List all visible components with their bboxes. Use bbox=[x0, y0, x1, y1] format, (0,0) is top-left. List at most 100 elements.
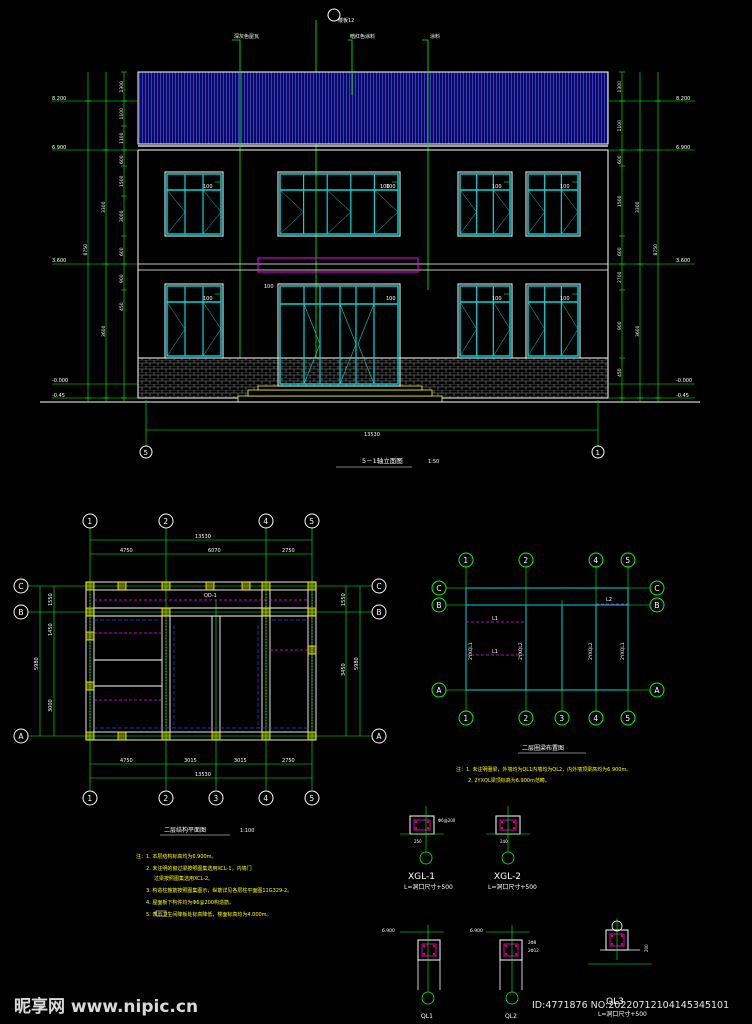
svg-text:C: C bbox=[18, 582, 23, 591]
entrance-step-1 bbox=[237, 395, 443, 403]
plan-axis-right-A: A bbox=[371, 728, 387, 744]
dim-left-inner: 1100 bbox=[119, 108, 125, 120]
column bbox=[85, 681, 95, 691]
elevation-axis-bubble-right bbox=[591, 445, 605, 459]
elevation-overall-dim: 13530 bbox=[364, 432, 380, 438]
detail-xgl2-title: XGL-2 bbox=[494, 872, 521, 882]
svg-text:5: 5 bbox=[625, 714, 630, 723]
plan-axis-bottom-1: 1 bbox=[82, 790, 98, 806]
window-mark: 100 bbox=[386, 296, 396, 302]
plan-dim-top-1: 4750 bbox=[120, 548, 133, 554]
beam-axis-right-C: C bbox=[649, 580, 665, 596]
beam-label-6: 2YXQL2 bbox=[588, 642, 594, 660]
plan-note-2: 2. 未注明的窗过梁按照图集选用XCL-1，内墙门 bbox=[146, 865, 252, 872]
svg-text:B: B bbox=[436, 601, 441, 610]
beam-label-2: L1 bbox=[492, 649, 498, 655]
dim-right-inner: 600 bbox=[617, 247, 623, 256]
detail-ql1-title: QL1 bbox=[421, 1013, 433, 1020]
beam-label-7: 2YXQL1 bbox=[620, 642, 626, 660]
level-right-4: -0.000 bbox=[676, 378, 692, 384]
column bbox=[161, 581, 171, 591]
plan-dim-bottom-2: 3015 bbox=[184, 758, 197, 764]
level-right-3: 3.600 bbox=[676, 258, 690, 264]
svg-text:4: 4 bbox=[593, 556, 598, 565]
beam-plan-title: 二层圈梁布置图 bbox=[522, 744, 564, 752]
detail-ql2-title: QL2 bbox=[505, 1013, 517, 1020]
beam-axis-left-B: B bbox=[431, 597, 447, 613]
dim-right-inner: 1300 bbox=[617, 81, 623, 93]
beam-axis-top-2: 2 bbox=[518, 552, 534, 568]
detail-xgl2-formula: L=洞口尺寸+500 bbox=[488, 883, 537, 891]
window-mark: 100 bbox=[203, 296, 213, 302]
window-5: 100 bbox=[164, 283, 224, 359]
plan-dim-left-3: 3000 bbox=[48, 699, 54, 712]
elevation-axis-right-label: 1 bbox=[596, 449, 600, 457]
column bbox=[161, 607, 171, 617]
column bbox=[307, 645, 317, 655]
plan-scale: 1:100 bbox=[240, 828, 254, 834]
dim-right-inner: 1500 bbox=[617, 195, 623, 207]
svg-text:A: A bbox=[376, 732, 382, 741]
plan-label-qd1: QD-1 bbox=[204, 593, 217, 599]
beam-note-1: 注：1. 未注明圈梁，外墙均为QL1内墙均为QL2，内外墙顶梁高均为6.900m… bbox=[456, 766, 631, 773]
detail-ql3-formula: L=洞口尺寸+500 bbox=[598, 1010, 647, 1018]
window-6: 100 bbox=[457, 283, 513, 359]
plan-dim-bottom-4: 2750 bbox=[282, 758, 295, 764]
entrance-step-3 bbox=[257, 385, 423, 391]
plan-axis-top-4: 4 bbox=[258, 513, 274, 529]
elevation-top-axis-label: 楼板12 bbox=[338, 17, 354, 24]
column bbox=[261, 581, 271, 591]
plan-dim-top-total: 13530 bbox=[195, 534, 211, 540]
beam-axis-bottom-1: 1 bbox=[458, 710, 474, 726]
beam-note-2: 2. 2YXQL梁顶标高为6.900m范畴。 bbox=[468, 777, 550, 784]
plan-dim-left-2: 1450 bbox=[48, 623, 54, 636]
detail-ql2: 2Φ8 2Φ12 6.900 QL2 bbox=[470, 925, 539, 1020]
window-7: 100 bbox=[525, 283, 581, 359]
dim-left-inner: 1500 bbox=[119, 175, 125, 187]
svg-text:3: 3 bbox=[213, 794, 218, 803]
beam-axis-bottom-2: 2 bbox=[518, 710, 534, 726]
elevation-axis-bubble-left bbox=[139, 445, 153, 459]
window-mark: 100 bbox=[560, 184, 570, 190]
svg-text:1: 1 bbox=[463, 556, 468, 565]
watermark-brand: 昵享网 www.nipic.cn bbox=[14, 996, 198, 1017]
level-left-1: 8.200 bbox=[52, 96, 66, 102]
dim-left-outer: 8750 bbox=[83, 244, 89, 256]
column bbox=[85, 581, 95, 591]
rebar-mark-1: 250 bbox=[414, 839, 422, 844]
dim-right-inner: 600 bbox=[617, 155, 623, 164]
svg-text:B: B bbox=[18, 608, 23, 617]
dim-left-mid: 3300 bbox=[101, 201, 107, 213]
svg-text:1: 1 bbox=[87, 794, 92, 803]
beam-axis-bottom-5: 5 bbox=[620, 710, 636, 726]
window-mark: 100 bbox=[386, 184, 396, 190]
beam-axis-bottom-3: 3 bbox=[554, 710, 570, 726]
window-mark: 100 bbox=[380, 184, 390, 190]
plan-note-3: 过梁按照图集选用XCL-2。 bbox=[154, 875, 213, 882]
level-right-5: -0.45 bbox=[676, 393, 689, 399]
plan-axis-left-A: A bbox=[13, 728, 29, 744]
window-4: 100 bbox=[525, 171, 581, 237]
plan-title: 二层结构平面图 bbox=[164, 826, 206, 834]
dim-left-inner: 1100 bbox=[119, 132, 125, 144]
window-2: 100 bbox=[277, 171, 401, 237]
detail-xgl1-title: XGL-1 bbox=[408, 872, 435, 882]
callout-roof-tile: 深灰色屋瓦 bbox=[234, 33, 259, 40]
beam-label-3: L2 bbox=[606, 597, 612, 603]
constructional-columns bbox=[85, 581, 317, 741]
svg-text:5: 5 bbox=[625, 556, 630, 565]
column bbox=[85, 731, 95, 741]
facade-wall bbox=[137, 149, 609, 359]
dim-left-mid: 3600 bbox=[101, 325, 107, 337]
entrance-step-2 bbox=[247, 389, 433, 397]
window-mark: 100 bbox=[560, 296, 570, 302]
detail-ql1: 6.900 QL1 bbox=[382, 925, 444, 1020]
dim-right-inner: 450 bbox=[617, 368, 623, 377]
detail-ql3: 200 QL3 L=洞口尺寸+500 bbox=[588, 918, 652, 1018]
detail-xgl2: 240 XGL-2 L=洞口尺寸+500 bbox=[486, 806, 537, 891]
beam-label-4: 2YXQL1 bbox=[468, 642, 474, 660]
